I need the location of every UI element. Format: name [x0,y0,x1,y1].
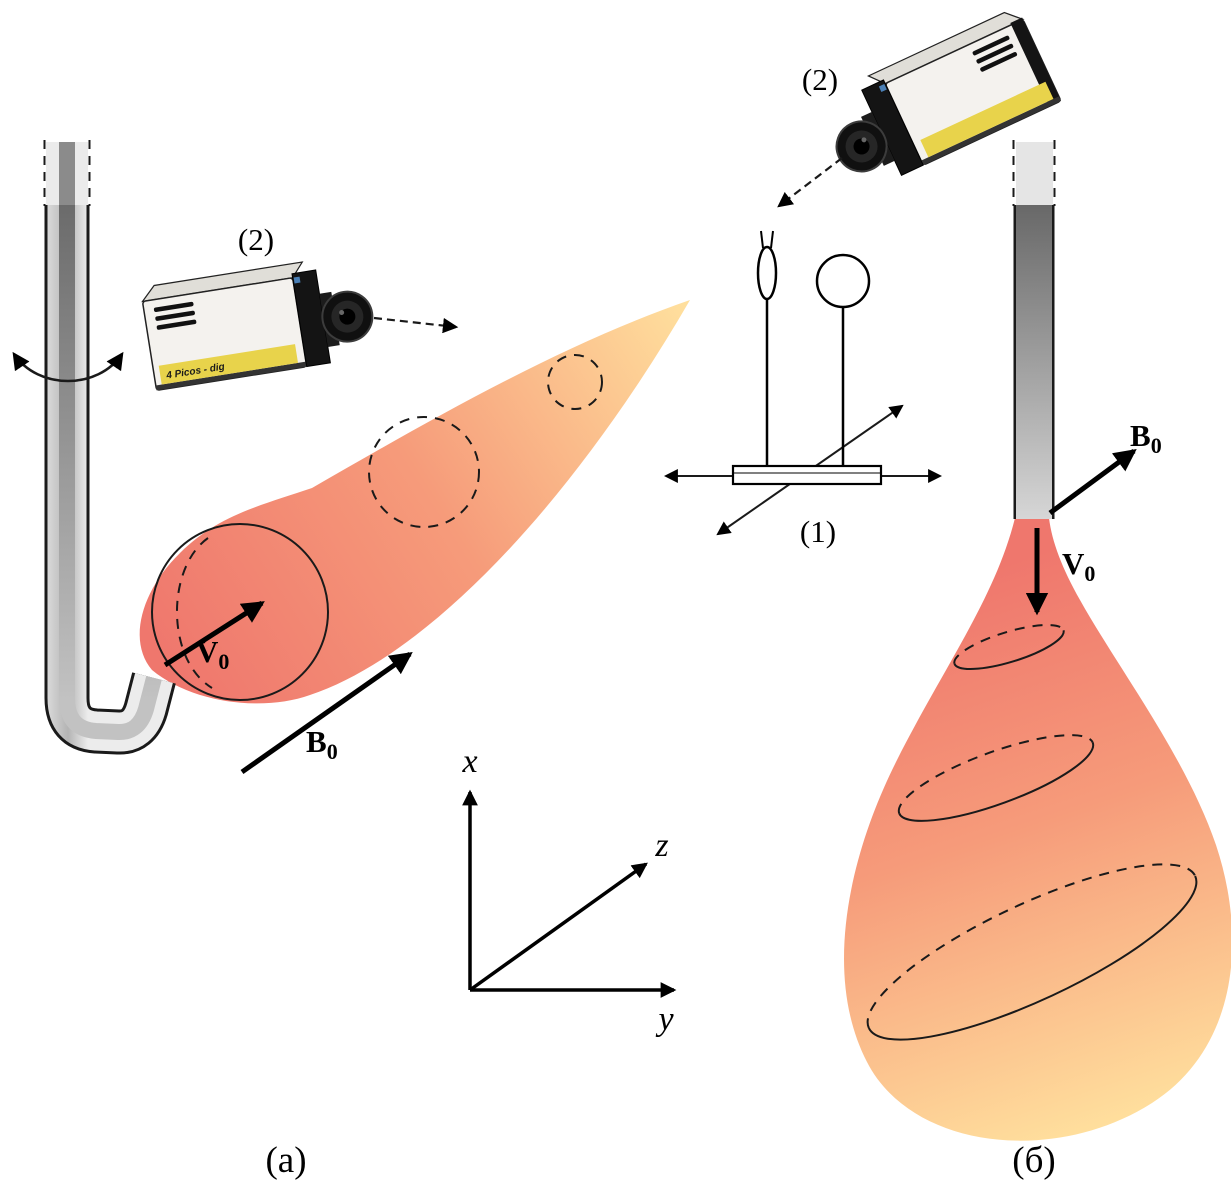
camera-b-vent-1 [972,35,1010,56]
plume-section-small [953,624,1065,670]
stage-platform [731,464,883,486]
z-axis-label: z [654,827,668,864]
b0-label-b: B0 [1130,418,1162,458]
camera-b-brand-band [920,81,1054,158]
camera-b-accent [878,84,887,92]
tube-a [12,140,176,755]
stage-tag: (1) [800,514,836,549]
panel-a-label: (а) [265,1140,306,1181]
tube-a-bore [59,205,162,740]
panel-b-label: (б) [1012,1140,1055,1181]
camera-b-vent-3 [980,52,1018,72]
camera-a-brand-band [158,344,299,385]
x-axis-label: x [461,743,477,780]
camera-b-lens-glint [861,137,867,143]
tube-b-dashed-fill [1016,142,1053,206]
z-axis-arrow [468,862,648,992]
cone-tip-cross-section [547,354,603,410]
plume-section-small-front [953,630,1065,670]
probe-loop [756,245,778,301]
plume-section-large [866,863,1198,1041]
downward-plume [844,518,1231,1141]
jet-cone-plume [139,300,690,704]
cone-base-cross-section [151,523,329,701]
camera-a-vent-1 [153,301,194,312]
y-axis-label: y [655,1001,674,1038]
tube-a-dashed-bore [59,142,75,206]
camera-b-tag: (2) [802,62,838,97]
camera-a-vent-2 [155,310,195,321]
camera-a-accent [293,276,301,284]
camera-b-vent-2 [976,43,1014,64]
v0-label-a: V0 [196,634,229,674]
camera-b-view-arrow [777,157,843,208]
tube-b [1012,140,1056,519]
panel-a: V0 B0 4 Picos - dig (2) (а) [12,140,690,1181]
b0-arrow-a [240,651,413,775]
plume-section-large-front [867,875,1198,1041]
camera-a-underside [155,361,307,391]
cone-mid-cross-section [368,416,480,528]
v0-arrow-a [163,600,265,668]
camera-a-view-arrow [373,316,459,334]
probe-loop-prong-left [760,230,764,249]
panel-b: B0 V0 (2) (б) [777,11,1231,1181]
tube-a-wall [47,205,173,752]
camera-b-underside [921,96,1061,166]
camera-b-lens-inner [853,138,870,155]
coordinate-axes: x y z [461,743,677,1038]
plume-section-mid [897,734,1095,822]
b0-label-a: B0 [306,724,338,764]
stage-assembly: (1) [663,230,943,549]
v0-label-b: V0 [1062,546,1095,586]
plume-section-mid-front [898,742,1095,822]
b0-arrow-b [1048,448,1137,516]
plume-section-mid-back [897,734,1094,814]
tube-rotation-arrow [12,351,124,383]
camera-a-tag: (2) [238,222,274,257]
probe-sphere [815,253,871,309]
plume-section-small-back [953,624,1065,664]
camera-b-rear-cap [1010,17,1061,107]
cone-base-back-rim [176,537,213,689]
camera-a: 4 Picos - dig [141,261,374,391]
camera-a-lens-glint [339,309,345,315]
probe-loop-prong-right [770,230,774,249]
camera-a-vent-3 [156,319,197,330]
camera-b [835,11,1061,176]
